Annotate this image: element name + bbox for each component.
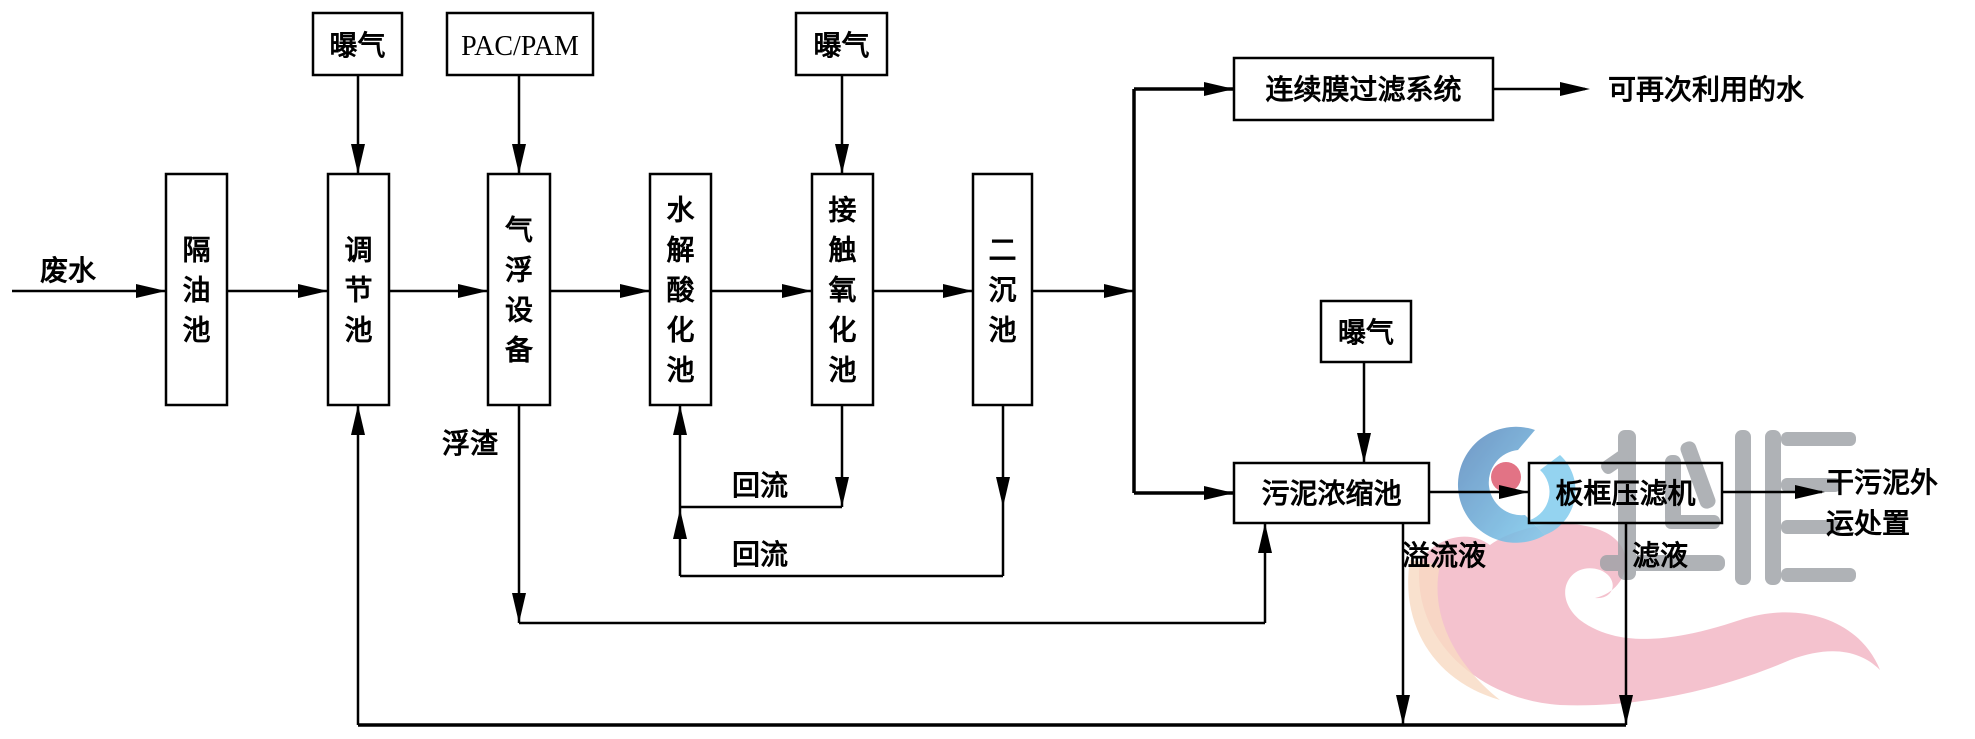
box-label-char: 二	[988, 234, 1016, 267]
box-label-char: 化	[828, 314, 856, 347]
box-label-char: 池	[344, 314, 372, 347]
arrow-down-icon	[351, 144, 365, 174]
box-label-char: 备	[504, 334, 534, 367]
arrow-down-icon	[835, 144, 849, 174]
arrow-up-icon	[673, 509, 687, 539]
vlabel-equalization-tank: 调节池	[344, 234, 372, 347]
arrow-right-icon	[620, 284, 650, 298]
box-secondary-clarifier	[971, 172, 1034, 407]
process-boxes	[164, 11, 1724, 525]
box-label-char: 设	[505, 294, 533, 327]
arrow-up-icon	[673, 405, 687, 435]
label-reflux-2: 回流	[732, 538, 788, 571]
arrow-right-icon	[943, 284, 973, 298]
box-label-char: 调	[344, 234, 372, 267]
box-air-flotation	[486, 172, 552, 407]
box-label-char: 节	[344, 274, 372, 307]
box-hydrolysis-acidification	[648, 172, 713, 407]
arrow-down-icon	[512, 144, 526, 174]
label-wastewater: 废水	[40, 254, 97, 287]
box-label-char: 隔	[182, 234, 210, 267]
arrow-down-icon	[835, 477, 849, 507]
box-contact-oxidation	[810, 172, 875, 407]
arrow-right-icon	[458, 284, 488, 298]
arrow-right-icon	[136, 284, 166, 298]
arrow-down-icon	[512, 593, 526, 623]
box-label-char: 池	[828, 354, 856, 387]
arrow-up-icon	[351, 405, 365, 435]
box-oil-separator	[164, 172, 229, 407]
box-aeration-3	[1319, 299, 1413, 364]
box-aeration-1	[311, 11, 404, 77]
arrowheads	[136, 82, 1825, 725]
arrow-right-icon	[298, 284, 328, 298]
label-overflow: 溢流液	[1402, 539, 1486, 572]
box-membrane	[1232, 56, 1495, 122]
label-reflux-1: 回流	[732, 469, 788, 502]
box-label-char: 解	[666, 234, 694, 267]
arrow-down-icon	[1619, 695, 1633, 725]
box-label-char: 池	[988, 314, 1016, 347]
arrow-right-icon	[1560, 82, 1590, 96]
label-scum: 浮渣	[442, 427, 499, 460]
arrow-right-icon	[1104, 284, 1134, 298]
label-filter-press: 板框压滤机	[1555, 477, 1695, 510]
box-label-char: 池	[182, 314, 210, 347]
box-label-char: 触	[828, 234, 856, 267]
arrow-down-icon	[996, 477, 1010, 507]
box-label-char: 化	[666, 314, 694, 347]
label-aeration-2: 曝气	[813, 29, 869, 62]
box-equalization-tank	[326, 172, 391, 407]
arrow-right-icon	[782, 284, 812, 298]
box-label-char: 气	[504, 214, 533, 247]
label-coagulant: PAC/PAM	[461, 31, 579, 62]
vlabel-oil-separator: 隔油池	[182, 234, 210, 347]
box-label-char: 水	[666, 194, 695, 227]
box-filter-press	[1527, 461, 1724, 525]
box-label-char: 接	[828, 194, 856, 227]
arrow-right-icon	[1204, 486, 1234, 500]
box-label-char: 酸	[666, 274, 695, 307]
box-thickener	[1232, 461, 1431, 525]
label-aeration-3: 曝气	[1338, 316, 1394, 349]
vlabel-secondary-clarifier: 二沉池	[988, 234, 1016, 347]
box-label-char: 浮	[505, 254, 533, 287]
label-filtrate: 滤液	[1632, 539, 1688, 572]
box-label-char: 氧	[828, 274, 856, 307]
box-label-char: 池	[666, 354, 694, 387]
box-aeration-2	[794, 11, 889, 77]
label-dry-sludge-1: 干污泥外	[1826, 466, 1938, 499]
arrow-right-icon	[1499, 485, 1529, 499]
label-dry-sludge-2: 运处置	[1826, 507, 1910, 540]
watermark-tail	[1408, 560, 1500, 700]
arrow-down-icon	[1357, 433, 1371, 463]
arrow-right-icon	[1795, 485, 1825, 499]
label-thickener: 污泥浓缩池	[1261, 477, 1401, 510]
box-coagulant	[445, 11, 595, 77]
arrow-up-icon	[1258, 523, 1272, 553]
flow-lines	[12, 75, 1822, 727]
label-aeration-1: 曝气	[329, 29, 385, 62]
label-reuse-water: 可再次利用的水	[1608, 73, 1805, 106]
box-label-char: 油	[182, 274, 210, 307]
arrow-right-icon	[1204, 82, 1234, 96]
box-label-char: 沉	[988, 274, 1016, 307]
arrow-down-icon	[1396, 695, 1410, 725]
watermark-ring	[1457, 426, 1545, 543]
label-membrane: 连续膜过滤系统	[1265, 73, 1461, 106]
